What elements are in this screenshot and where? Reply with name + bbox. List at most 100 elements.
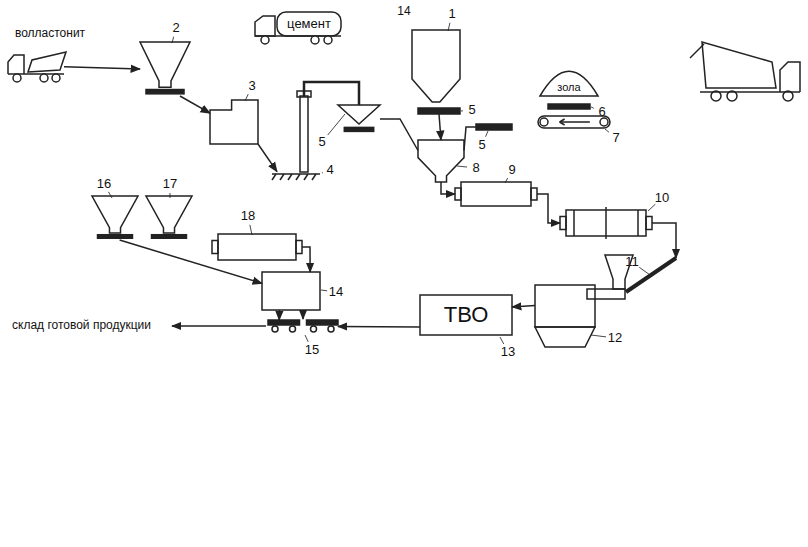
feeder: 5 bbox=[418, 108, 460, 114]
mixer-hopper: 8 bbox=[418, 140, 464, 182]
node-label: ТВО bbox=[444, 303, 489, 327]
callout-number: 8 bbox=[472, 161, 479, 175]
machine-symbol bbox=[210, 100, 258, 144]
leader-line bbox=[108, 192, 112, 198]
vhopper-symbol bbox=[338, 105, 380, 133]
callout-number: 3 bbox=[248, 79, 255, 93]
flow-arrow bbox=[278, 310, 280, 320]
flow-arrow bbox=[512, 306, 535, 307]
flow-arrow bbox=[441, 182, 455, 194]
output-arrow bbox=[172, 325, 266, 327]
leader-line bbox=[639, 267, 650, 275]
rect-symbol bbox=[262, 272, 320, 310]
flow-arrow bbox=[302, 310, 304, 319]
output-note: склад готовой продукции bbox=[12, 319, 151, 332]
callout-number: 16 bbox=[97, 177, 111, 191]
leader-line bbox=[500, 337, 504, 344]
flow-arrow bbox=[302, 247, 310, 272]
flow-arrow bbox=[439, 114, 441, 140]
leader-line bbox=[591, 107, 594, 108]
receiving-hopper: 2 bbox=[140, 42, 190, 96]
leader-line bbox=[591, 335, 606, 337]
belt-conveyor: 7 bbox=[538, 116, 610, 128]
node-label: зола bbox=[557, 81, 580, 93]
pipe-line bbox=[380, 119, 418, 151]
flow-arrow bbox=[64, 67, 140, 69]
hopper-symbol bbox=[92, 196, 138, 240]
flow-arrow bbox=[120, 240, 262, 283]
pipe-line bbox=[304, 82, 359, 105]
wollastonite-truck: волластонит bbox=[8, 48, 64, 82]
leader-line bbox=[322, 172, 324, 173]
ash-tipper-truck bbox=[690, 42, 800, 101]
flow-arrow bbox=[338, 326, 420, 328]
mixer-symbol bbox=[418, 140, 464, 182]
leader-line bbox=[305, 335, 308, 342]
transfer-trolley: 15 bbox=[268, 320, 338, 333]
bucket-elevator: 4 bbox=[272, 88, 322, 176]
callout-number: 6 bbox=[598, 105, 605, 119]
callout-number: 5 bbox=[318, 135, 325, 149]
cement-silo: 1 bbox=[412, 30, 460, 102]
callout-number: 4 bbox=[326, 163, 333, 177]
plate-symbol bbox=[548, 104, 590, 109]
inclined-conveyor: 11 bbox=[626, 258, 676, 292]
silo-symbol bbox=[412, 30, 460, 102]
ball-mill: 10 bbox=[560, 210, 652, 236]
hopper-symbol bbox=[146, 196, 192, 240]
callout-number: 1 bbox=[448, 7, 455, 21]
pipe-line bbox=[464, 127, 476, 151]
callout-number: 7 bbox=[612, 131, 619, 145]
callout-number: 15 bbox=[305, 343, 319, 357]
leader-line bbox=[605, 129, 609, 132]
mill-symbol bbox=[560, 210, 652, 236]
node-label: цемент bbox=[287, 17, 331, 31]
callout-number: 5 bbox=[478, 138, 485, 152]
callout-number: 17 bbox=[163, 177, 177, 191]
conveyor-symbol bbox=[538, 116, 610, 128]
leader-line bbox=[321, 290, 327, 292]
flow-arrow bbox=[258, 144, 277, 172]
drum-dryer: 18 bbox=[212, 234, 302, 260]
feeder: 5 bbox=[476, 124, 512, 130]
callout-number: 10 bbox=[655, 191, 669, 205]
steam-curing-chamber: ТВО13 bbox=[420, 295, 512, 335]
ash-heap: зола bbox=[540, 70, 598, 96]
callout-number: 13 bbox=[501, 345, 515, 359]
callout-number: 5 bbox=[468, 103, 475, 117]
storage-hopper: 16 bbox=[92, 196, 138, 240]
dosing-hopper: 5 bbox=[338, 105, 380, 133]
leader-line bbox=[486, 131, 488, 137]
cement-truck: цемент bbox=[255, 12, 341, 44]
plate-symbol bbox=[476, 124, 512, 130]
leader-line bbox=[461, 110, 463, 111]
tipper-symbol bbox=[8, 48, 64, 82]
feeder: 6 bbox=[548, 104, 590, 109]
drum-symbol bbox=[212, 234, 302, 260]
twoplates-symbol bbox=[268, 320, 338, 333]
packing-unit: 14 bbox=[262, 272, 320, 310]
plate-symbol bbox=[418, 108, 460, 114]
callout-number: 12 bbox=[608, 331, 622, 345]
drum-symbol bbox=[455, 182, 537, 206]
storage-hopper: 17 bbox=[146, 196, 192, 240]
crusher: 3 bbox=[210, 100, 258, 144]
flow-arrow bbox=[180, 96, 210, 113]
leader-line bbox=[648, 204, 655, 211]
drum-mixer: 9 bbox=[455, 182, 537, 206]
flow-arrow bbox=[652, 223, 676, 258]
node-label: волластонит bbox=[15, 27, 85, 40]
leader-line bbox=[328, 114, 345, 135]
press: 12 bbox=[535, 255, 633, 347]
hopper-symbol bbox=[140, 42, 190, 96]
page-number: 14 bbox=[397, 5, 410, 18]
callout-number: 18 bbox=[241, 209, 255, 223]
elevator-symbol bbox=[272, 88, 322, 176]
flow-arrow bbox=[537, 194, 560, 223]
callout-number: 2 bbox=[172, 21, 179, 35]
callout-number: 9 bbox=[508, 163, 515, 177]
callout-number: 14 bbox=[329, 285, 343, 299]
leader-line bbox=[457, 166, 467, 167]
